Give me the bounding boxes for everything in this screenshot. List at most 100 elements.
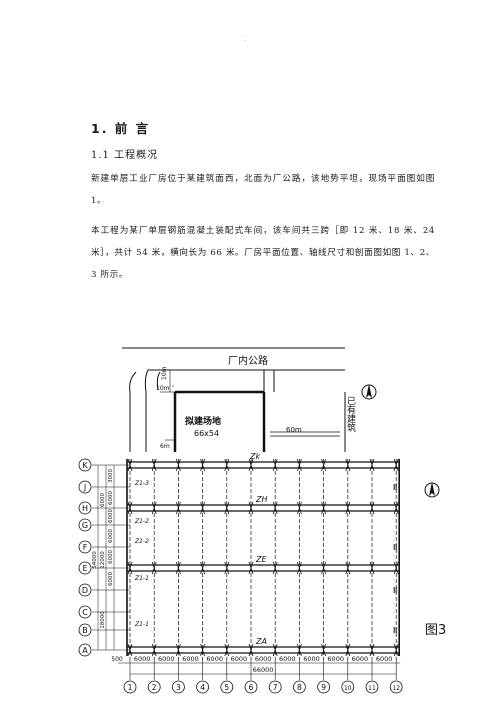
row-axis-bubble-K: [78, 458, 92, 472]
column-mark: [200, 501, 205, 515]
column-mark: [297, 561, 302, 575]
column-mark: [369, 501, 375, 515]
existing-building-label: 已有建筑: [345, 396, 356, 433]
dim-10m-left: 10m: [161, 366, 168, 380]
row-axis-label-B: B: [82, 626, 88, 635]
col-axis-label-6: 6: [249, 683, 254, 692]
bay-dim: 6000: [327, 655, 344, 663]
vertical-dim: 12000: [100, 551, 106, 569]
vertical-dim: 6000: [108, 529, 114, 543]
col-axis-label-3: 3: [176, 683, 181, 692]
bay-dim: 6000: [376, 655, 393, 663]
column-label: Z1-3: [134, 480, 149, 487]
column-label: Z1-1: [134, 575, 149, 582]
bay-dim: 6000: [206, 655, 223, 663]
column-mark: [321, 501, 326, 515]
row-axis-label-C: C: [82, 608, 88, 617]
vertical-dim: 3000: [108, 469, 114, 483]
col-axis-label-8: 8: [297, 683, 302, 692]
header-dots: ··: [244, 34, 246, 45]
end-mark: [393, 627, 397, 633]
column-mark: [321, 561, 326, 575]
col-axis-label-7: 7: [273, 683, 278, 692]
vertical-dim: 6000: [100, 493, 106, 507]
column-label: Z1-2: [134, 538, 149, 545]
column-mark: [272, 501, 278, 515]
col-axis-label-11: 11: [368, 685, 376, 692]
column-mark: [224, 561, 230, 575]
column-mark: [224, 501, 230, 515]
vertical-dim: 54000: [92, 551, 98, 569]
vertical-dim: 6000: [108, 572, 114, 586]
col-axis-bubble-2: [147, 680, 161, 694]
col-axis-label-1: 1: [128, 683, 133, 692]
column-mark: [151, 458, 157, 472]
building-size: 66x54: [194, 429, 219, 438]
column-mark: [272, 458, 278, 472]
column-mark: [151, 561, 157, 575]
column-mark: [369, 458, 375, 472]
column-mark: [248, 643, 254, 657]
column-mark: [151, 501, 157, 515]
beam-label: ZE: [255, 555, 267, 564]
col-axis-label-4: 4: [200, 683, 205, 692]
col-axis-bubble-9: [317, 680, 331, 694]
col-axis-label-5: 5: [224, 683, 229, 692]
row-axis-label-E: E: [82, 564, 87, 573]
bay-dim: 6000: [303, 655, 320, 663]
north-arrow-icon: [424, 482, 440, 498]
column-mark: [369, 561, 375, 575]
dim-60m: 60m: [286, 426, 302, 434]
col-axis-bubble-10: [341, 680, 355, 694]
dim-6m: 6m: [160, 443, 170, 450]
col-axis-bubble-11: [365, 680, 379, 694]
building-label: 拟建场地: [185, 415, 221, 427]
row-axis-label-A: A: [82, 646, 88, 655]
row-axis-label-G: G: [82, 521, 88, 530]
beam-label: ZH: [255, 495, 268, 504]
column-mark: [393, 501, 399, 515]
column-mark: [393, 561, 399, 575]
bay-dim: 6000: [255, 655, 272, 663]
col-axis-bubble-7: [268, 680, 282, 694]
end-mark: [393, 544, 397, 550]
col-axis-bubble-4: [196, 680, 210, 694]
column-mark: [151, 643, 157, 657]
col-axis-bubble-6: [244, 680, 258, 694]
beam-label: ZA: [255, 637, 267, 646]
column-label: Z1-2: [134, 518, 149, 525]
col-axis-label-12: 12: [392, 685, 400, 692]
paragraph-2: 本工程为某厂单层钢筋混凝土装配式车间，该车间共三跨［即 12 米、18 米、24…: [91, 226, 435, 280]
col-axis-label-9: 9: [321, 683, 326, 692]
end-mark: [393, 484, 397, 490]
left-dim: 500: [111, 656, 123, 663]
dim-10m: 10m: [156, 385, 170, 392]
column-mark: [200, 561, 205, 575]
column-mark: [393, 643, 399, 657]
column-mark: [176, 643, 181, 657]
column-mark: [345, 458, 351, 472]
column-mark: [297, 458, 302, 472]
column-mark: [345, 561, 351, 575]
paragraph-1: 新建单层工业厂房位于某建筑面西，北面为厂公路，该地势平坦，现场平面图如图 1。: [91, 174, 435, 206]
row-axis-bubble-E: [78, 561, 92, 575]
column-mark: [345, 643, 351, 657]
row-axis-label-H: H: [82, 504, 88, 513]
column-mark: [176, 458, 181, 472]
row-axis-bubble-H: [78, 501, 92, 515]
column-mark: [127, 561, 133, 575]
vertical-dim: 6000: [108, 509, 114, 523]
bay-dim: 6000: [182, 655, 199, 663]
structure-grid: [92, 458, 401, 680]
column-mark: [272, 561, 278, 575]
column-mark: [369, 643, 375, 657]
site-plan: [122, 347, 377, 452]
column-mark: [127, 458, 133, 472]
column-mark: [248, 501, 254, 515]
column-mark: [272, 643, 278, 657]
column-mark: [176, 561, 181, 575]
column-mark: [297, 643, 302, 657]
column-mark: [248, 561, 254, 575]
col-axis-bubble-12: [389, 680, 403, 694]
